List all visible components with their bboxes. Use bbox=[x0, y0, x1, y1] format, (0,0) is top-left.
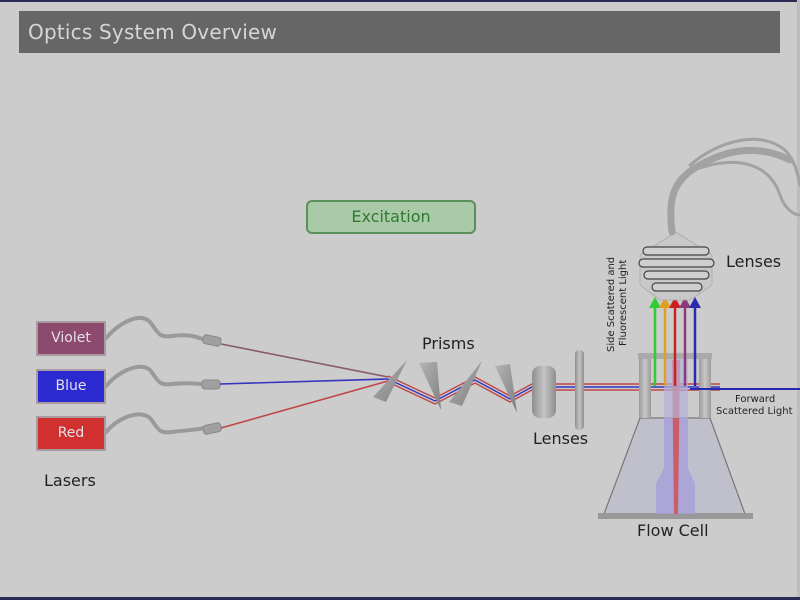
forward-scatter-label-line2: Scattered Light bbox=[716, 406, 793, 417]
emission-arrowhead-purple bbox=[679, 297, 691, 308]
prism-1 bbox=[373, 360, 407, 402]
collection-fibers bbox=[667, 137, 800, 236]
laser-blue-button[interactable]: Blue bbox=[36, 369, 106, 404]
collection-lens-4 bbox=[651, 282, 703, 292]
side-scatter-label-line2: Fluorescent Light bbox=[618, 260, 629, 346]
excitation-section-button[interactable]: Excitation bbox=[306, 200, 476, 234]
flow-cell-label: Flow Cell bbox=[637, 521, 709, 540]
combined-beam-violet bbox=[387, 375, 720, 399]
fiber-red bbox=[104, 412, 207, 435]
flow-cell-platform bbox=[598, 513, 753, 519]
beam-red bbox=[220, 380, 389, 429]
emission-arrows bbox=[649, 297, 701, 386]
collection-lenses-label: Lenses bbox=[726, 252, 781, 271]
emission-arrowhead-blue bbox=[689, 297, 701, 308]
excitation-lens-1 bbox=[532, 366, 556, 418]
excitation-lens-2 bbox=[575, 350, 584, 430]
prism-2 bbox=[419, 362, 441, 410]
prism-3 bbox=[449, 361, 482, 406]
collection-lens-1 bbox=[642, 246, 710, 256]
collection-fiber-2 bbox=[698, 160, 800, 217]
laser-fiber-cables bbox=[104, 316, 207, 435]
beam-violet bbox=[220, 343, 389, 378]
collection-lens-3 bbox=[643, 270, 710, 280]
emission-arrowhead-orange bbox=[659, 297, 671, 308]
laser-violet-button[interactable]: Violet bbox=[36, 321, 106, 356]
laser-beams bbox=[219, 343, 389, 429]
combined-beam-path bbox=[387, 375, 720, 405]
lenses-label: Lenses bbox=[533, 429, 588, 448]
connector-red bbox=[202, 422, 222, 435]
fiber-connectors bbox=[201, 334, 222, 435]
prisms bbox=[373, 360, 517, 413]
excitation-lenses bbox=[532, 350, 584, 430]
window-top-edge bbox=[0, 0, 800, 2]
connector-blue bbox=[201, 379, 221, 390]
collection-lens-2 bbox=[638, 258, 715, 268]
side-scatter-label: Side Scattered and Fluorescent Light bbox=[606, 257, 629, 352]
emission-arrowhead-green bbox=[649, 297, 661, 308]
beam-blue bbox=[219, 378, 389, 385]
window-bottom-edge bbox=[0, 597, 800, 600]
fiber-blue bbox=[104, 364, 205, 388]
side-scatter-label-line1: Side Scattered and bbox=[606, 257, 617, 352]
collection-fiber-bundle bbox=[667, 146, 794, 236]
lasers-label: Lasers bbox=[44, 471, 96, 490]
fiber-violet bbox=[104, 316, 207, 342]
cuvette-left-wall bbox=[639, 359, 651, 418]
prism-4 bbox=[495, 364, 517, 413]
combined-beam-blue bbox=[387, 378, 720, 402]
collection-fiber-1 bbox=[688, 137, 800, 187]
connector-violet bbox=[202, 334, 222, 347]
forward-scatter-label-line1: Forward bbox=[735, 394, 775, 405]
collection-lenses bbox=[638, 231, 715, 301]
combined-beam-red bbox=[387, 381, 720, 405]
window-right-edge bbox=[797, 0, 800, 600]
page-title: Optics System Overview bbox=[19, 11, 780, 53]
laser-red-button[interactable]: Red bbox=[36, 416, 106, 451]
emission-arrowhead-red bbox=[669, 297, 681, 308]
prisms-label: Prisms bbox=[422, 334, 475, 353]
